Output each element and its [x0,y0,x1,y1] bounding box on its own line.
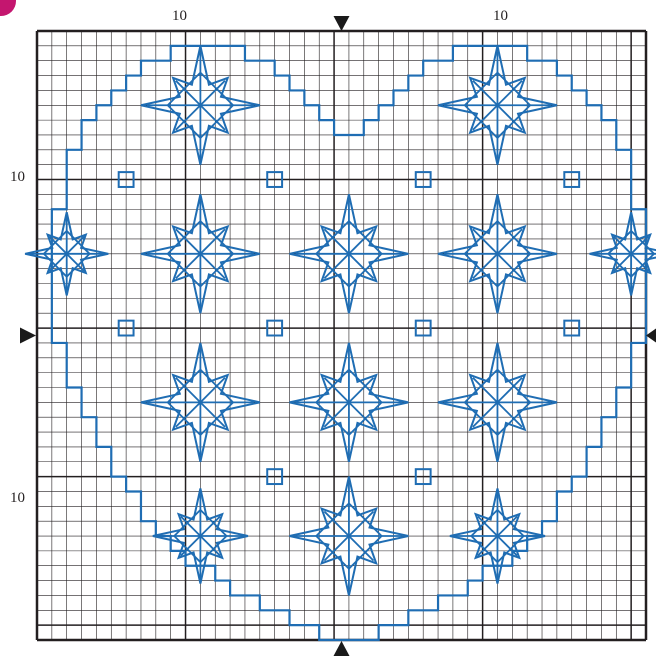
star-motif [141,343,260,462]
tick-label-top-right: 10 [493,8,508,25]
star-motif [290,343,409,462]
marker-bottom [334,641,350,656]
star-motif [438,343,557,462]
star-motif [290,477,409,596]
star-motif [438,194,557,313]
star-motif [141,194,260,313]
tick-label-top-left: 10 [172,8,187,25]
marker-left [20,328,36,344]
star-motif [141,46,260,165]
marker-top [334,16,350,31]
marker-right [646,329,656,343]
star-motif [438,46,557,165]
star-motif [153,488,248,583]
star-motif [450,488,545,583]
center-markers [20,16,656,656]
tick-label-side-lower: 10 [10,490,25,507]
tick-label-side-upper: 10 [10,169,25,186]
star-motif [290,194,409,313]
